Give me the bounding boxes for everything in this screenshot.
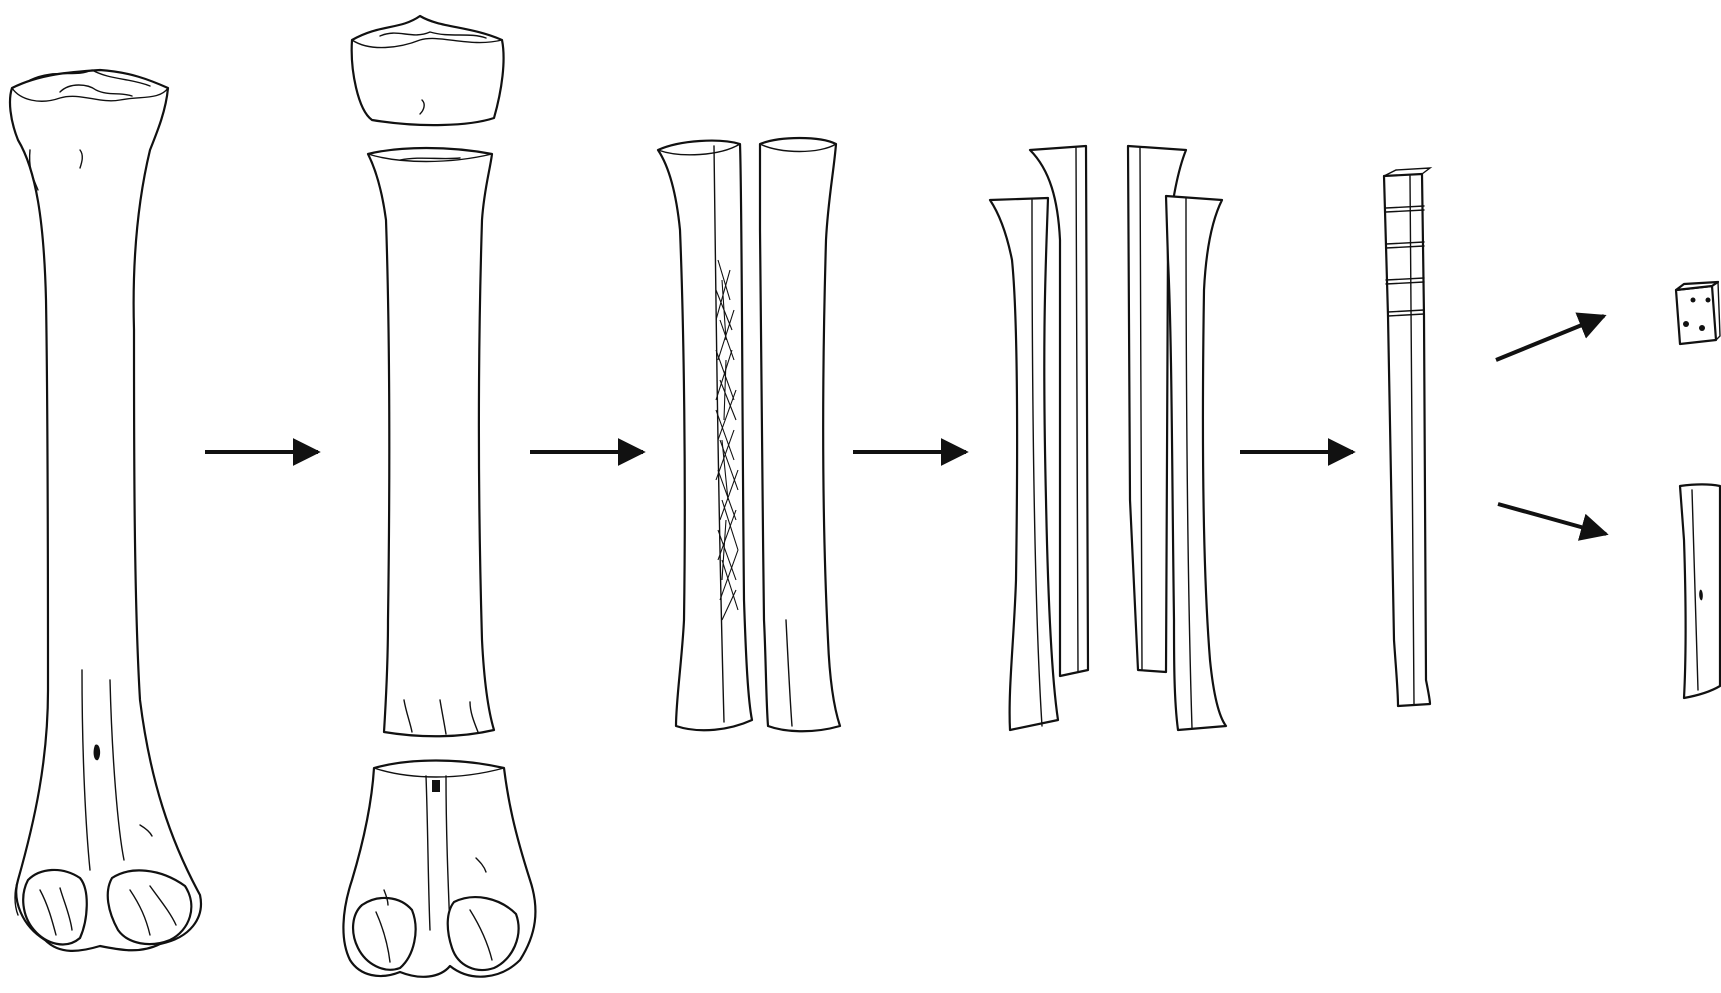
- bone-with-ends-removed-icon: [343, 16, 535, 977]
- whole-metapodial-bone-icon: [10, 70, 201, 951]
- down-right-arrow-icon: [1498, 504, 1606, 534]
- bone-blank-icon: [1680, 485, 1720, 699]
- bone-die-icon: [1676, 282, 1720, 344]
- up-right-arrow-icon: [1496, 316, 1604, 360]
- bone-split-in-quarters-icon: [990, 146, 1226, 730]
- scored-bone-rod-icon: [1384, 168, 1430, 706]
- bone-split-in-half-icon: [658, 138, 840, 731]
